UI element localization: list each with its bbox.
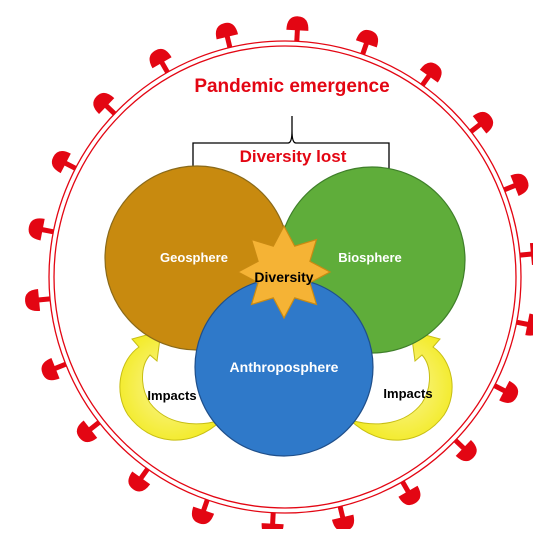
impacts-left-label: Impacts xyxy=(147,388,196,403)
anthroposphere-label: Anthroposphere xyxy=(230,359,339,375)
virus-spike-icon xyxy=(128,467,151,492)
impacts-right-label: Impacts xyxy=(383,386,432,401)
virus-spike-icon xyxy=(469,111,494,134)
virus-spike-icon xyxy=(453,438,477,462)
virus-spike-icon xyxy=(28,218,54,241)
diversity-lost-label: Diversity lost xyxy=(240,147,347,166)
virus-spike-icon xyxy=(516,313,533,336)
virus-spike-icon xyxy=(93,92,117,116)
virus-spike-icon xyxy=(215,22,239,49)
virus-spike-icon xyxy=(191,498,215,525)
virus-spike-icon xyxy=(331,505,355,532)
virus-outer-ring xyxy=(48,40,522,514)
virus-spike-icon xyxy=(149,48,172,74)
virus-spike-icon xyxy=(493,380,519,403)
virus-spike-icon xyxy=(398,480,421,506)
virus-spike-icon xyxy=(355,29,379,56)
left-curved-arrow-icon xyxy=(119,330,223,441)
virus-spike-icon xyxy=(519,242,533,266)
virus-spike-icon xyxy=(503,173,529,196)
pandemic-title: Pandemic emergence xyxy=(194,76,389,97)
virus-inner-ring xyxy=(53,45,517,509)
virus-spike-icon xyxy=(51,151,77,174)
biosphere-label: Biosphere xyxy=(338,250,402,265)
geosphere-label: Geosphere xyxy=(160,250,228,265)
virus-spike-icon xyxy=(76,420,101,443)
diversity-label: Diversity xyxy=(254,269,313,285)
right-curved-arrow-icon xyxy=(349,330,453,441)
curly-brace xyxy=(192,116,390,172)
virus-spike-icon xyxy=(261,512,284,534)
virus-spike-icon xyxy=(41,358,67,381)
virus-spike-icon xyxy=(286,16,309,42)
virus-spike-icon xyxy=(419,62,442,87)
virus-spike-icon xyxy=(25,288,51,312)
diversity-star-icon xyxy=(236,224,332,320)
virus-spikes xyxy=(25,16,533,534)
